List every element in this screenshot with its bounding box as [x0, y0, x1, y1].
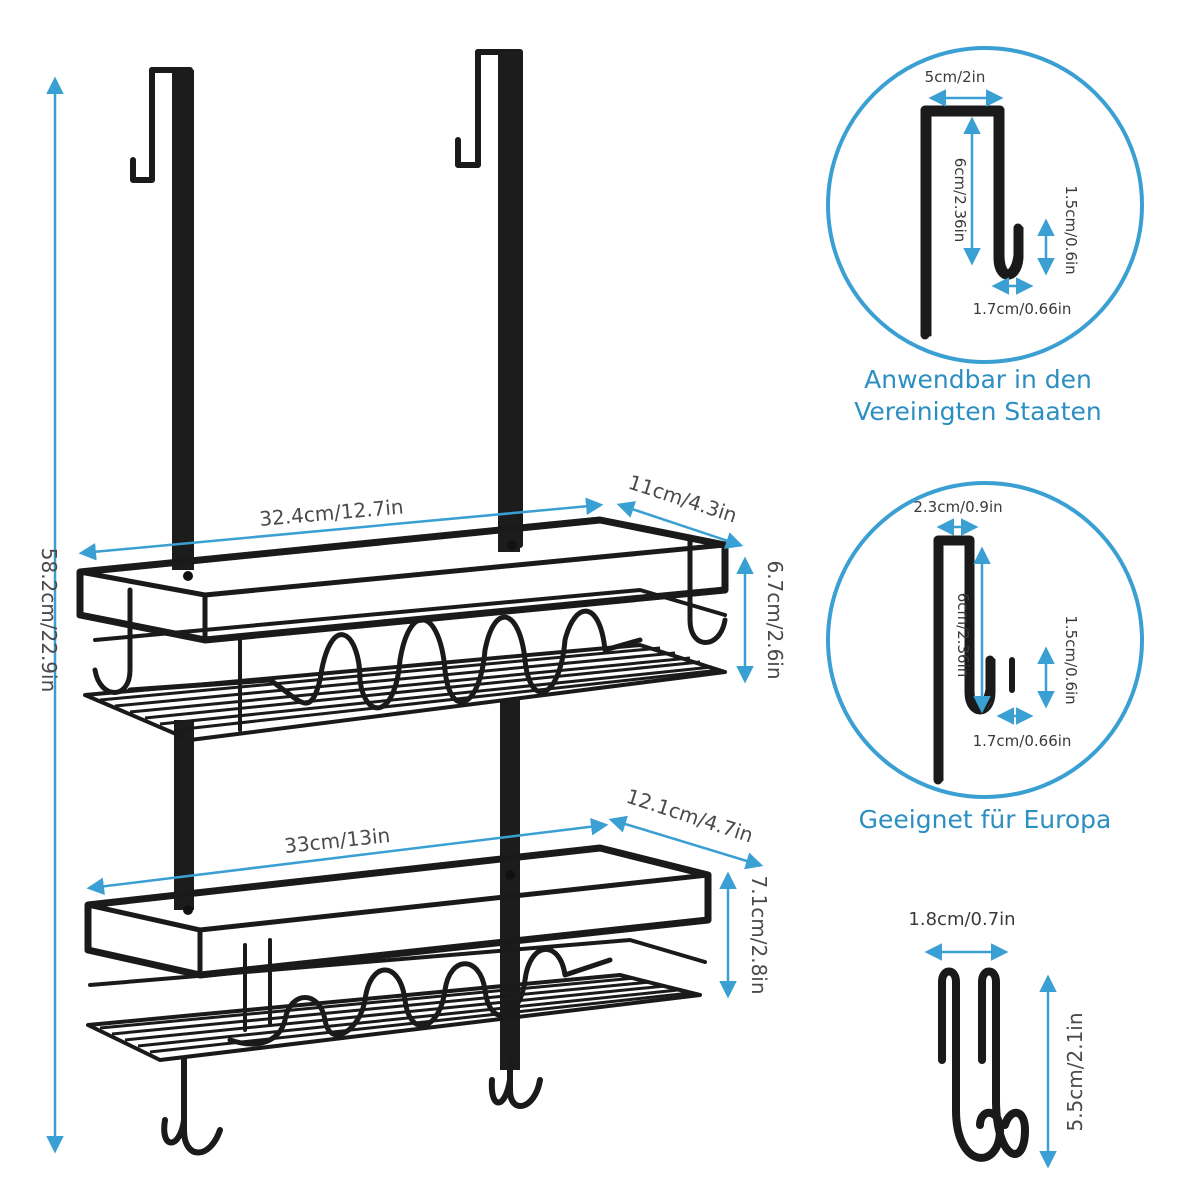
- us-hook-caption-line1: Anwendbar in den: [864, 365, 1092, 394]
- left-door-hook: [130, 67, 194, 570]
- eu-hook-detail: 2.3cm/0.9in 6cm/2.36in 1.5cm/0.6in 1.7cm…: [826, 481, 1144, 834]
- us-hook-height-label: 6cm/2.36in: [951, 158, 969, 243]
- us-hook-lip-height-label: 1.5cm/0.6in: [1062, 185, 1080, 274]
- right-door-hook: [455, 49, 523, 552]
- top-depth-label: 11cm/4.3in: [625, 470, 740, 528]
- eu-hook-lip-height-label: 1.5cm/0.6in: [1062, 615, 1080, 704]
- eu-hook-lip-width-label: 1.7cm/0.66in: [973, 732, 1072, 750]
- dimension-top-height: 6.7cm/2.6in: [736, 556, 787, 684]
- us-hook-detail: 5cm/2in 6cm/2.36in 1.5cm/0.6in 1.7cm/0.6…: [826, 46, 1144, 426]
- dimension-total-height: 58.2cm/22.9in: [37, 76, 64, 1154]
- dimension-bottom-width: 33cm/13in: [86, 818, 609, 895]
- s-hook-width-label: 1.8cm/0.7in: [908, 909, 1015, 930]
- eu-hook-height-label: 6cm/2.36in: [954, 593, 972, 678]
- dimension-bottom-depth: 12.1cm/4.7in: [608, 784, 764, 870]
- bottom-basket: [84, 844, 712, 1156]
- us-hook-caption-line2: Vereinigten Staaten: [854, 397, 1102, 426]
- top-height-label: 6.7cm/2.6in: [763, 560, 787, 679]
- s-hook-height-label: 5.5cm/2.1in: [1063, 1012, 1087, 1131]
- total-height-label: 58.2cm/22.9in: [37, 548, 61, 693]
- s-hook-detail: 1.8cm/0.7in 5.5cm/2.1in: [908, 909, 1087, 1169]
- shower-caddy: [76, 49, 729, 1156]
- top-basket: [76, 516, 729, 742]
- bottom-height-label: 7.1cm/2.8in: [747, 875, 771, 994]
- eu-hook-width-label: 2.3cm/0.9in: [913, 498, 1002, 516]
- bottom-depth-label: 12.1cm/4.7in: [623, 784, 756, 848]
- dimension-bottom-height: 7.1cm/2.8in: [719, 871, 771, 999]
- us-hook-lip-width-label: 1.7cm/0.66in: [973, 300, 1072, 318]
- left-lower-post: [174, 720, 194, 910]
- us-hook-width-label: 5cm/2in: [925, 68, 986, 86]
- eu-hook-caption: Geeignet für Europa: [859, 805, 1112, 834]
